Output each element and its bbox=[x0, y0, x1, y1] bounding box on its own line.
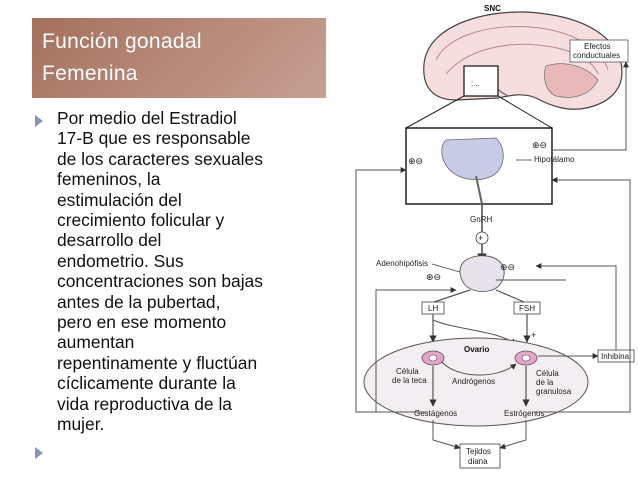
slide-title-line-1: Función gonadal bbox=[42, 30, 202, 53]
celula-teca-label-2: de la teca bbox=[392, 376, 427, 385]
bullet-text: Por medio del Estradiol 17-B que es resp… bbox=[57, 108, 302, 435]
fsh-label: FSH bbox=[519, 304, 535, 313]
bullet-line: concentraciones son bajas bbox=[57, 271, 263, 292]
adenohipofisis-illustration bbox=[459, 255, 505, 292]
efectos-conductuales-box: Efectos conductuales bbox=[569, 39, 629, 63]
gonadal-axis-diagram: : .. SNC Efectos conductuales Hipotálamo… bbox=[355, 4, 635, 469]
bullet-line: 17-B que es responsable bbox=[57, 128, 251, 149]
bullet-arrow-icon bbox=[35, 115, 43, 127]
bullet-line: femeninos, la bbox=[57, 169, 161, 190]
bullet-line: endometrio. Sus bbox=[57, 250, 184, 271]
bullet-line: de los caracteres sexuales bbox=[57, 148, 263, 169]
bullet-item-empty bbox=[32, 441, 302, 461]
estrogenos-label: Estrógenos bbox=[504, 409, 544, 418]
pituitary-left-signs: ⊕⊖ bbox=[426, 272, 441, 282]
tejidos-label-1: Tejidos bbox=[466, 447, 491, 456]
hipotalamo-box bbox=[405, 127, 553, 205]
slide-title-line-2: Femenina bbox=[42, 62, 138, 85]
hipotalamo-label: Hipotálamo bbox=[534, 155, 575, 164]
snc-feedback-signs: ⊕⊖ bbox=[408, 156, 423, 166]
conductuales-label: conductuales bbox=[573, 51, 620, 60]
bullet-line: estimulación del bbox=[57, 189, 182, 210]
lh-label: LH bbox=[428, 304, 438, 313]
gnrh-label: GnRH bbox=[470, 215, 492, 224]
hipotalamo-feedback-signs: ⊕⊖ bbox=[532, 140, 547, 150]
celula-granulosa-label-1: Célula bbox=[536, 369, 559, 378]
gnrh-plus-sign: + bbox=[478, 233, 483, 243]
bullet-line: Por medio del Estradiol bbox=[57, 108, 237, 128]
gestagenos-label: Gestágenos bbox=[414, 409, 457, 418]
efectos-label: Efectos bbox=[584, 42, 611, 51]
pituitary-right-signs: ⊕⊖ bbox=[500, 262, 515, 272]
inhibina-label: Inhibina bbox=[601, 352, 630, 361]
snc-label: SNC bbox=[484, 4, 501, 13]
bullet-line: pero en ese momento bbox=[57, 312, 227, 333]
brain-illustration: : .. bbox=[423, 11, 623, 110]
ovario-label: Ovario bbox=[464, 345, 489, 354]
ovario-illustration bbox=[363, 337, 589, 427]
bullet-line: crecimiento folicular y bbox=[57, 210, 225, 231]
slide-title-box: Función gonadal Femenina bbox=[32, 18, 326, 98]
bullet-line: cíclicamente durante la bbox=[57, 373, 236, 394]
bullet-line: aumentan bbox=[57, 332, 135, 353]
bullet-line: antes de la pubertad, bbox=[57, 291, 221, 312]
bullet-line: vida reproductiva de la bbox=[57, 393, 232, 414]
fsh-plus-sign: + bbox=[531, 330, 536, 340]
bullet-line: desarrollo del bbox=[57, 230, 162, 251]
bullet-item: Por medio del Estradiol 17-B que es resp… bbox=[32, 108, 302, 435]
celula-teca-label-1: Célula bbox=[396, 367, 419, 376]
brain-inset-label: : .. bbox=[471, 79, 480, 88]
bullet-line: mujer. bbox=[57, 414, 105, 435]
celula-granulosa-label-2: de la bbox=[536, 378, 554, 387]
androgenos-label: Andrógenos bbox=[452, 377, 495, 386]
bullet-arrow-icon bbox=[35, 446, 43, 459]
bullet-line: repentinamente y fluctúan bbox=[57, 352, 258, 373]
celula-granulosa-label-3: granulosa bbox=[536, 387, 572, 396]
tejidos-label-2: diana bbox=[468, 457, 488, 466]
adenohipofisis-label: Adenohipófisis bbox=[376, 259, 428, 268]
bullet-list: Por medio del Estradiol 17-B que es resp… bbox=[32, 108, 302, 461]
